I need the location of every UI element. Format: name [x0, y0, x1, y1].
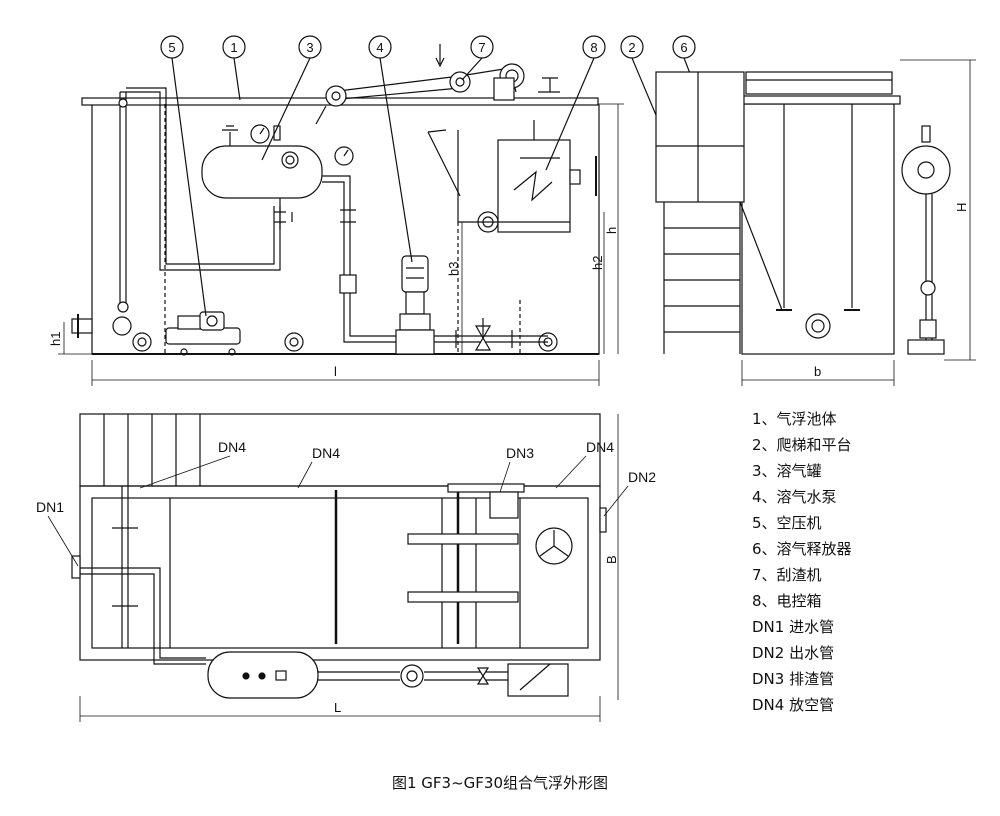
legend-item: DN4 放空管: [752, 696, 835, 714]
legend-item: 2、爬梯和平台: [752, 436, 852, 454]
dim-h2: h2: [590, 256, 605, 270]
callout-6: 6: [680, 40, 687, 55]
air-dissolving-tank: [201, 124, 323, 230]
legend-item: DN2 出水管: [752, 644, 835, 662]
side-elevation-view: b H: [655, 59, 976, 386]
callout-8: 8: [590, 40, 597, 55]
side-dimensions: b H: [741, 59, 976, 386]
pipe-labels: DN1 DN4 DN4 DN3 DN4 DN2: [36, 439, 656, 567]
front-elevation-view: 5 1 3 4 7 8 2 6 l: [48, 35, 783, 386]
control-box: [427, 120, 597, 233]
callout-5: 5: [168, 40, 175, 55]
air-compressor: [165, 311, 241, 356]
label-dn4-c: DN4: [586, 439, 614, 455]
plan-dimensions: L B: [79, 414, 619, 722]
dim-h: h: [604, 227, 619, 234]
legend-item: 1、气浮池体: [752, 410, 837, 428]
label-dn3: DN3: [506, 445, 534, 461]
dim-h1: h1: [48, 332, 63, 346]
dim-l: l: [334, 364, 337, 379]
callout-3: 3: [306, 40, 313, 55]
figure-caption: 图1 GF3~GF30组合气浮外形图: [391, 774, 608, 792]
plan-view: L B DN1 DN4 DN4 DN3 DN4 DN2: [36, 413, 656, 722]
dim-H: H: [954, 203, 969, 212]
legend-item: 6、溶气释放器: [752, 540, 852, 558]
dim-h3: h3: [446, 262, 461, 276]
ladder-and-platform: [655, 71, 745, 354]
legend-item: DN3 排渣管: [752, 670, 835, 688]
plan-platform: [79, 413, 601, 487]
legend-item: DN1 进水管: [752, 618, 835, 636]
legend-item: 8、电控箱: [752, 592, 822, 610]
plan-tank-outline: [79, 485, 601, 661]
component-legend: 1、气浮池体 2、爬梯和平台 3、溶气罐 4、溶气水泵 5、空压机 6、溶气释放…: [752, 406, 852, 718]
side-tank-outline: [741, 103, 895, 355]
callout-1: 1: [230, 40, 237, 55]
label-dn2: DN2: [628, 469, 656, 485]
callout-7: 7: [478, 40, 485, 55]
callout-2: 2: [628, 40, 635, 55]
front-dimensions: l h1 h2 h h3: [48, 103, 624, 386]
callout-markers: 5 1 3 4 7 8 2 6: [160, 35, 783, 317]
scum-skimmer: [315, 44, 560, 125]
label-dn4-a: DN4: [218, 439, 246, 455]
air-dissolving-pump: [395, 255, 435, 355]
legend-item: 7、刮渣机: [752, 566, 822, 584]
label-dn1: DN1: [36, 499, 64, 515]
legend-item: 4、溶气水泵: [752, 488, 837, 506]
dim-B: B: [604, 555, 619, 564]
label-dn4-b: DN4: [312, 445, 340, 461]
dim-b: b: [814, 364, 821, 379]
legend-item: 3、溶气罐: [752, 462, 822, 480]
dim-L: L: [334, 700, 341, 715]
legend-item: 5、空压机: [752, 514, 822, 532]
callout-4: 4: [376, 40, 383, 55]
